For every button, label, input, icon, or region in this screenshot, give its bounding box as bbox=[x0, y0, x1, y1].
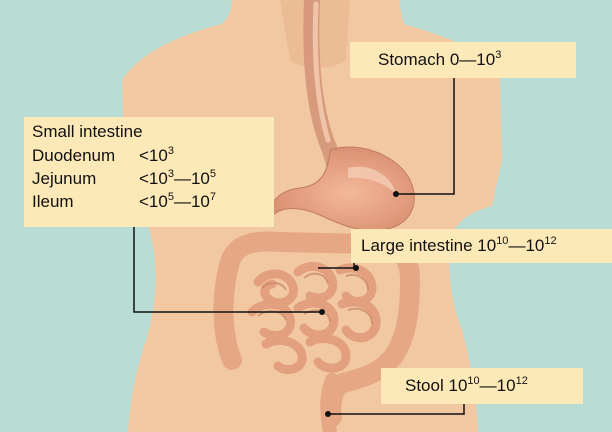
stool-label: Stool 1010—1012 bbox=[381, 368, 583, 404]
stomach-dot bbox=[393, 191, 399, 197]
large-intestine-base-1: 10 bbox=[477, 236, 496, 255]
small-intestine-row-jejunum: Jejunum <103—105 bbox=[32, 169, 274, 192]
stool-exp-2: 12 bbox=[516, 375, 528, 387]
segment-name: Jejunum bbox=[32, 169, 139, 192]
small-intestine-row-duodenum: Duodenum <103 bbox=[32, 146, 274, 169]
large-intestine-label: Large intestine 1010—1012 bbox=[351, 229, 612, 263]
stool-base-1: 10 bbox=[448, 376, 467, 395]
large-intestine-exp-2: 12 bbox=[544, 235, 556, 247]
large-intestine-name: Large intestine bbox=[361, 236, 473, 255]
stomach-value: 0—10 bbox=[450, 50, 495, 69]
stomach-exponent: 3 bbox=[495, 49, 501, 61]
large-intestine-exp-1: 10 bbox=[496, 235, 508, 247]
rectum bbox=[327, 380, 332, 432]
segment-value: <103 bbox=[139, 146, 174, 169]
stomach-label: Stomach 0—103 bbox=[350, 42, 576, 78]
stool-dash: — bbox=[480, 376, 497, 395]
small-intestine-title: Small intestine bbox=[32, 122, 274, 146]
segment-value: <103—105 bbox=[139, 169, 216, 192]
small-intestine-label: Small intestine Duodenum <103 Jejunum <1… bbox=[24, 117, 274, 227]
stool-exp-1: 10 bbox=[467, 375, 479, 387]
large-intestine-base-2: 10 bbox=[525, 236, 544, 255]
large-intestine-dot bbox=[353, 265, 359, 271]
segment-value: <105—107 bbox=[139, 192, 216, 215]
stool-base-2: 10 bbox=[497, 376, 516, 395]
stool-name: Stool bbox=[405, 376, 444, 395]
small-intestine-dot bbox=[319, 309, 325, 315]
stomach-name: Stomach bbox=[378, 50, 445, 69]
segment-name: Duodenum bbox=[32, 146, 139, 169]
large-intestine-dash: — bbox=[508, 236, 525, 255]
stool-dot bbox=[325, 411, 331, 417]
segment-name: Ileum bbox=[32, 192, 139, 215]
small-intestine-row-ileum: Ileum <105—107 bbox=[32, 192, 274, 215]
